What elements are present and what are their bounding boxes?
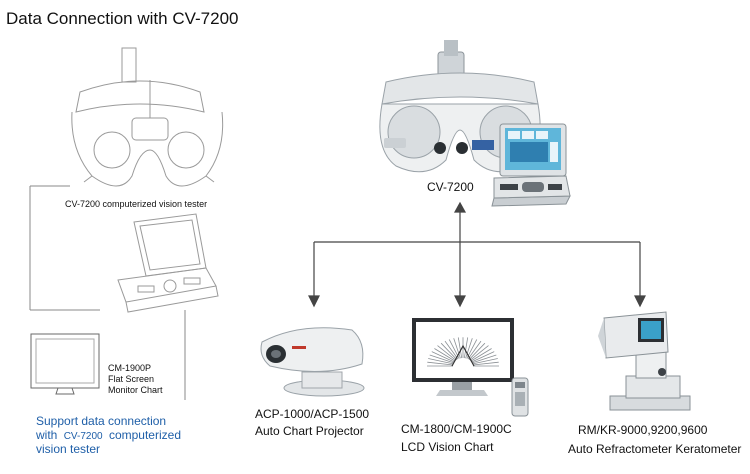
support-text-line1: Support data connection	[36, 414, 167, 428]
monitor-model-label: CM-1900P	[108, 363, 152, 373]
cv7200-label: CV-7200	[427, 180, 474, 194]
support-text-suffix: computerized	[108, 428, 181, 442]
support-text-line2: with CV-7200 computerized	[36, 428, 181, 444]
projector-name-label: Auto Chart Projector	[255, 424, 364, 438]
projector-model-label: ACP-1000/ACP-1500	[255, 407, 370, 421]
monitor-chart-label: Monitor Chart	[108, 385, 163, 395]
page-title: Data Connection with CV-7200	[6, 9, 239, 28]
refractometer-model-label: RM/KR-9000,9200,9600	[578, 423, 708, 437]
refractometer-name-label: Auto Refractometer Keratometer	[568, 442, 742, 456]
lcd-chart-model-label: CM-1800/CM-1900C	[401, 422, 512, 436]
flat-monitor-lineart-icon	[30, 333, 100, 395]
support-text-model: CV-7200	[63, 431, 103, 442]
monitor-type-label: Flat Screen	[108, 374, 155, 384]
support-text-line3: vision tester	[36, 442, 101, 456]
vision-tester-label: CV-7200 computerized vision tester	[65, 199, 208, 209]
lcd-chart-name-label: LCD Vision Chart	[401, 440, 494, 454]
connection-lines	[308, 201, 646, 308]
cv7200-control-unit-icon	[491, 123, 571, 207]
lcd-vision-chart-icon	[412, 318, 529, 417]
support-text-prefix: with	[36, 428, 58, 442]
astigmatism-fan-icon	[427, 337, 499, 367]
control-unit-lineart-icon	[117, 213, 219, 313]
auto-chart-projector-icon	[260, 327, 365, 397]
auto-refractometer-icon	[598, 311, 691, 411]
left-connector-lines	[29, 185, 186, 400]
phoropter-lineart-icon	[71, 47, 224, 187]
